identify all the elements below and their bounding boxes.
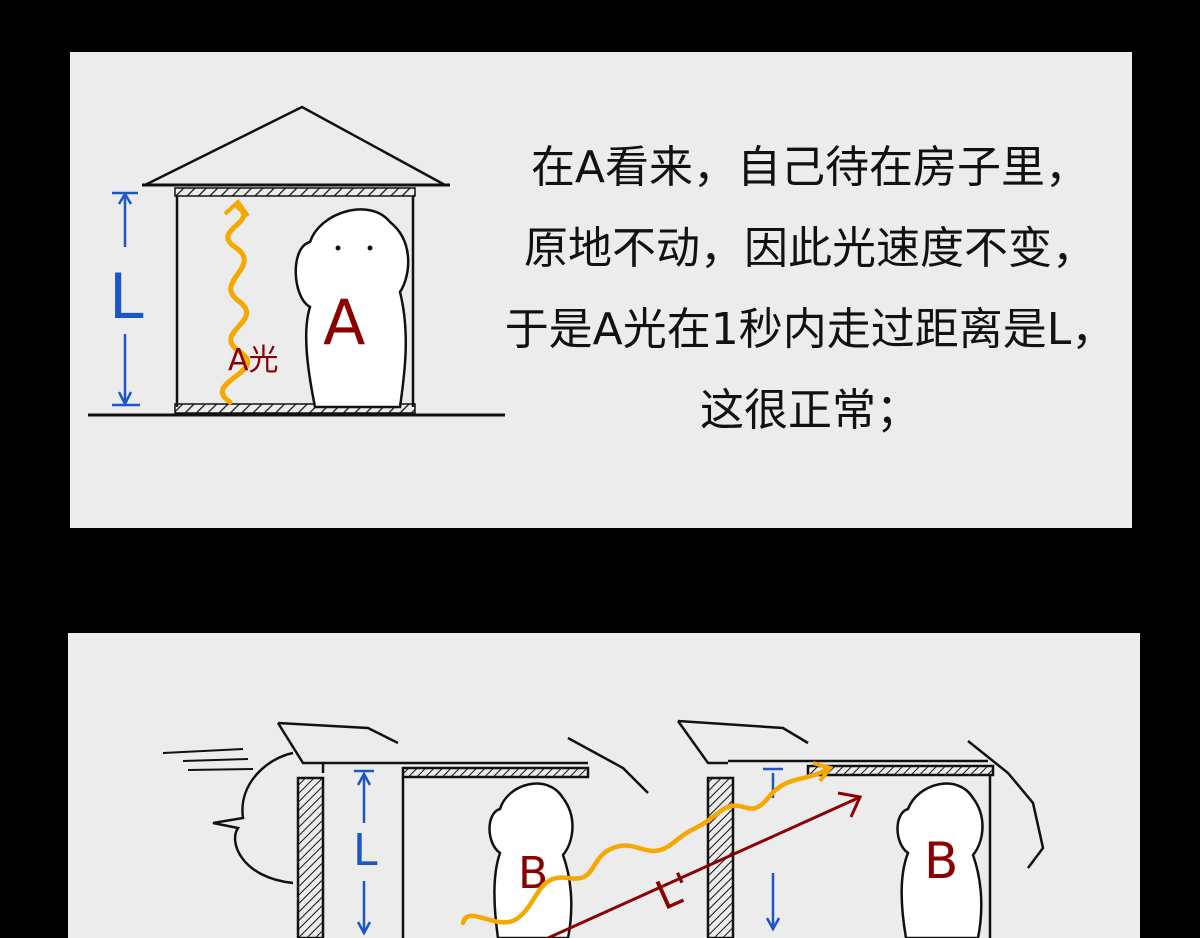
left-length-marker: [354, 769, 374, 936]
speech-bubble: [212, 751, 294, 885]
light-wave: [219, 204, 251, 405]
character-a: [294, 208, 410, 409]
moving-house-illustration: L B B L': [162, 719, 1045, 938]
diagonal-light-wave: [460, 765, 831, 926]
character-label: A: [323, 286, 365, 359]
caption-line: 这很正常；: [700, 385, 920, 436]
diagonal-path-arrow: [547, 796, 859, 938]
house-roof: [144, 105, 446, 187]
caption: 在A看来，自己待在房子里， 原地不动，因此光速度不变， 于是A光在1秒内走过距离…: [490, 127, 1130, 451]
comic-panel-2: L B B L': [68, 633, 1140, 938]
character-b-left: [488, 782, 574, 938]
length-marker: [112, 191, 140, 407]
character-label-right: B: [924, 832, 958, 890]
caption-line: 于是A光在1秒内走过距离是L，: [504, 304, 1116, 355]
caption-line: 在A看来，自己待在房子里，: [530, 142, 1090, 193]
length-label: L: [109, 260, 144, 333]
floor-hatch: [174, 403, 416, 414]
right-house: [676, 719, 1045, 938]
comic-panel-1: L A光 A 在A看来，自己待在房子里， 原地不动，因此光速度不变， 于是A光在…: [70, 52, 1132, 528]
left-house: [276, 721, 649, 938]
left-length-label: L: [353, 825, 378, 876]
house-illustration: L A光 A: [88, 105, 505, 417]
speed-lines: [162, 748, 254, 771]
ceiling-hatch: [174, 187, 416, 197]
diagonal-light-arrowhead: [812, 761, 834, 783]
character-label-left: B: [518, 848, 548, 899]
light-label: A光: [228, 343, 279, 378]
caption-line: 原地不动，因此光速度不变，: [524, 223, 1096, 274]
light-arrowhead: [223, 198, 250, 218]
character-b-right: [896, 782, 984, 938]
